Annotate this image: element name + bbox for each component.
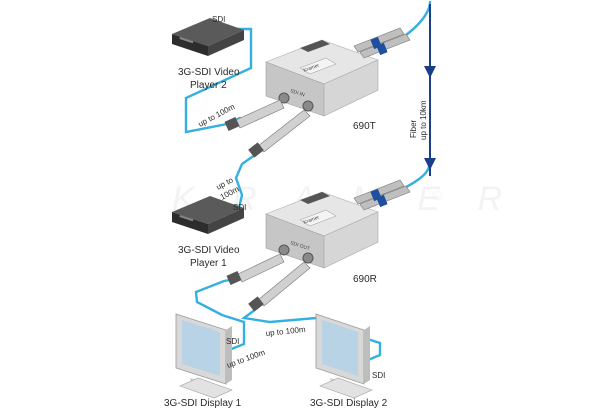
up-to-100m-label-d: up to 100m (265, 325, 306, 338)
device-690t-label: 690T (353, 121, 376, 132)
device-690r-port-label: SDI OUT (289, 240, 310, 252)
bnc-connector-690t-in (224, 99, 285, 132)
fiber-label-line2: up to 10km (419, 100, 428, 140)
bnc-connector-690r-out2 (248, 261, 311, 312)
device-690r-logo: Kramer (303, 215, 321, 226)
display2-label: 3G-SDI Display 2 (310, 398, 388, 409)
fiber-label-line1: Fiber (409, 119, 418, 138)
device-690t-port-label: SDI IN (289, 88, 305, 98)
fiber-cable-top (400, 0, 432, 40)
bnc-connector-690r-out1 (226, 253, 285, 286)
fiber-link-arrow (424, 4, 436, 176)
display-1-monitor-icon (175, 313, 233, 399)
sdi-label-bottom-left: SDI (226, 337, 239, 346)
player1-label-line1: 3G-SDI Video (178, 245, 240, 256)
bnc-connector-690t-out (248, 109, 311, 158)
display-2-monitor-icon (315, 313, 373, 399)
fiber-transmitter-690t-icon (265, 39, 379, 117)
sdi-label-bottom-right: SDI (372, 371, 385, 380)
player1-label-line2: Player 1 (190, 258, 227, 269)
fiber-receiver-690r-icon (265, 191, 379, 269)
device-690r-label: 690R (353, 274, 377, 285)
sdi-cable-690r-to-display1 (194, 276, 246, 354)
video-player-2-icon (172, 18, 244, 56)
video-player-1-icon (172, 196, 244, 234)
lc-fiber-connector-bottom-icon (353, 179, 411, 211)
sdi-label-top: SDI (212, 15, 225, 24)
device-690t-logo: Kramer (303, 63, 321, 74)
watermark-symbol: © (432, 187, 443, 203)
lc-fiber-connector-top-icon (353, 27, 411, 59)
display1-label: 3G-SDI Display 1 (164, 398, 242, 409)
player2-label-line2: Player 2 (190, 80, 227, 91)
sdi-label-mid: SDI (233, 203, 246, 212)
player2-label-line1: 3G-SDI Video (178, 67, 240, 78)
